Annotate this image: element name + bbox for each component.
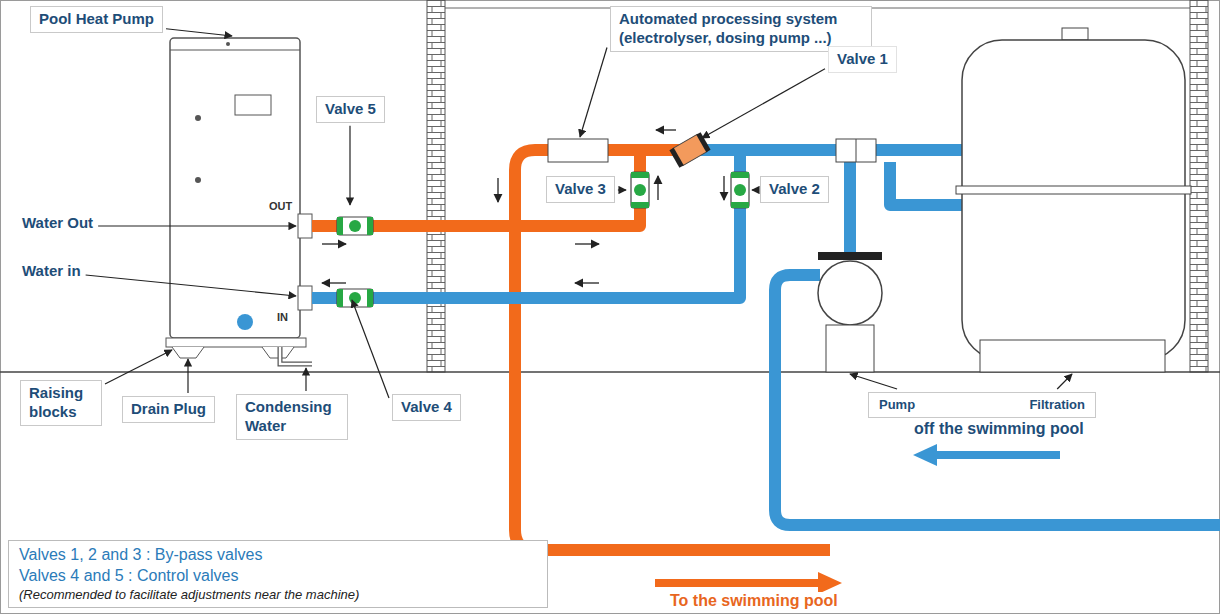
legend-note: Valves 1, 2 and 3 : By-pass valvesValves… [8,540,548,608]
valve-label: Valve 2 [760,176,829,203]
valve-label: Valve 3 [546,176,615,203]
brick-wall [1190,0,1208,372]
leader-line [166,29,232,36]
leader-line [352,300,389,398]
valve-label: Valve 1 [828,46,897,73]
multiport-valve [836,139,876,162]
leader-line [105,350,172,384]
label-text: Valve 3 [555,180,606,199]
flow-label: To the swimming pool [668,592,840,610]
label-text: Drain Plug [131,400,206,419]
leader-line [305,368,306,391]
label-text: Pool Heat Pump [39,10,154,29]
part-label: Automated processing system (electrolyse… [610,6,872,52]
leader-line [850,374,897,389]
big-arrow-in [913,444,1060,466]
label-text: Pump [879,397,915,413]
port-label: Water Out [20,214,95,231]
valve-2 [731,172,749,208]
leader-line [349,126,350,205]
leader-line [86,275,296,296]
leader-line [580,48,607,138]
port-tag: OUT [268,200,293,212]
pump [818,252,882,372]
label-text: Raising blocks [29,384,93,422]
leader-line [618,189,626,190]
label-text: Filtration [1029,397,1085,413]
label-text: Valve 4 [401,398,452,417]
port-label: Water in [20,262,83,279]
processing-unit [548,139,608,162]
label-text: Automated processing system (electrolyse… [619,10,863,48]
label-text: Valve 2 [769,180,820,199]
port-tag: IN [276,311,289,323]
leader-line [752,189,757,190]
leader-line [187,359,188,393]
label-text: Valve 5 [325,100,376,119]
valve-label: Valve 4 [392,394,461,421]
part-label: Condensing Water [236,394,348,440]
heat-pump [166,38,312,364]
valve-label: Valve 5 [316,96,385,123]
label-text: Valves 1, 2 and 3 : By-pass valves [19,545,537,566]
flow-label: off the swimming pool [912,420,1086,438]
valve-4 [337,289,373,307]
leader-line [1057,374,1072,389]
label-text: Valve 1 [837,50,888,69]
valve-1 [669,132,710,167]
leader-line [702,69,825,138]
part-label: Raising blocks [20,380,102,426]
flow-arrows [322,130,724,283]
label-text: Valves 4 and 5 : Control valves [19,566,537,587]
part-label: Pump Filtration [868,392,1096,418]
big-arrow-out [655,572,842,594]
part-label: Pool Heat Pump [30,6,163,33]
part-label: Drain Plug [122,396,215,423]
valve-3 [631,172,649,208]
filter-tank [956,28,1191,372]
brick-wall [427,0,445,372]
label-text: (Recommended to facilitate adjustments n… [19,587,537,604]
valve-5 [337,217,373,235]
leader-line [98,225,296,226]
label-text: Condensing Water [245,398,339,436]
